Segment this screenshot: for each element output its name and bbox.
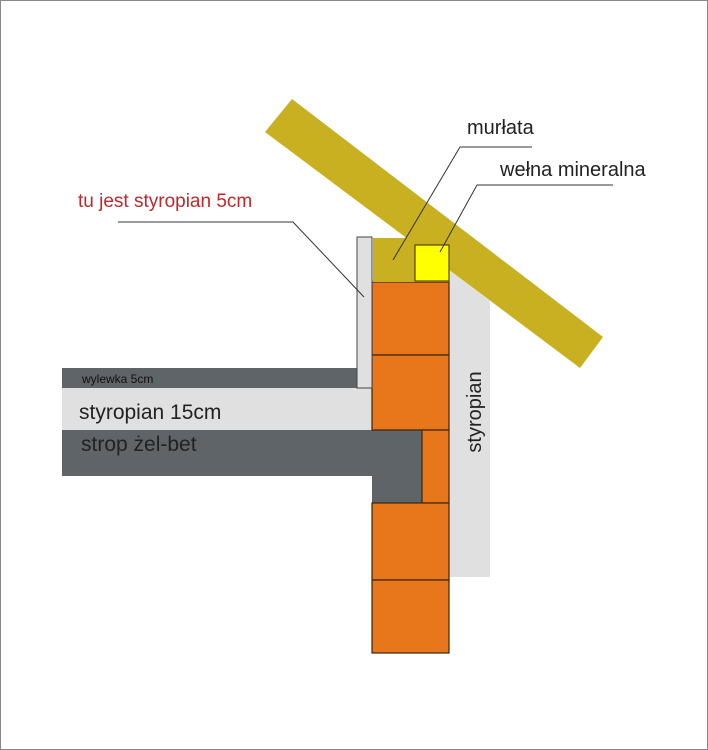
strop-label: strop żel-bet <box>81 433 197 456</box>
brick <box>371 502 450 581</box>
murlata-label: murłata <box>467 117 535 139</box>
wylewka-layer <box>62 368 358 388</box>
wylewka-label: wylewka 5cm <box>81 372 153 386</box>
styropian-floor-label: styropian 15cm <box>79 401 221 424</box>
mineral-wool <box>414 244 450 282</box>
styropian-wall-label: styropian <box>464 371 486 452</box>
brick-half <box>421 429 450 504</box>
brick <box>371 354 450 431</box>
rafter <box>265 99 603 368</box>
brick <box>371 579 450 654</box>
leader-line-welna <box>439 184 613 253</box>
red-note-label: tu jest styropian 5cm <box>78 191 252 212</box>
inner-styropian-strip <box>356 236 373 389</box>
wall-styropian <box>449 270 490 577</box>
brick <box>371 281 450 356</box>
welna-label: wełna mineralna <box>499 159 647 181</box>
leader-line-murlata <box>392 146 532 261</box>
styropian-floor-layer <box>62 388 372 430</box>
strop-slab <box>62 430 422 503</box>
leader-line-red-note <box>118 221 365 298</box>
